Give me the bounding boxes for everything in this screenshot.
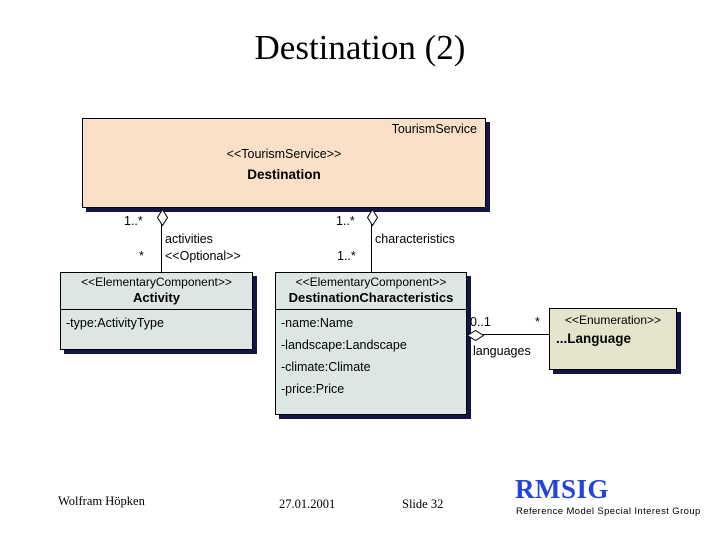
multiplicity-activities-source: 1..* [124,214,143,228]
activity-class-name: Activity [133,290,180,305]
language-enumeration-name: ...Language [556,331,632,346]
footer-author: Wolfram Höpken [58,494,145,508]
role-name-characteristics: characteristics [375,232,455,246]
multiplicity-characteristics-source: 1..* [336,214,355,228]
characteristics-attribute: -climate:Climate [281,360,371,374]
uml-class-activity[interactable]: <<ElementaryComponent>> Activity -type:A… [60,272,253,350]
footer-slide-number: Slide 32 [402,497,444,511]
activity-stereotype: <<ElementaryComponent>> [81,275,232,289]
activity-attributes: -type:ActivityType [61,309,252,349]
characteristics-attributes: -name:Name -landscape:Landscape -climate… [276,309,466,414]
characteristics-attribute: -name:Name [281,316,354,330]
association-line-activities [161,214,162,272]
characteristics-class-name: DestinationCharacteristics [288,290,454,305]
characteristics-attribute: -landscape:Landscape [281,338,407,352]
association-line-characteristics [371,214,372,272]
multiplicity-activities-target: * [139,249,144,263]
destination-owner-label: TourismService [391,122,477,136]
activity-header: <<ElementaryComponent>> Activity [61,273,252,309]
destination-stereotype: <<TourismService>> [226,147,342,161]
activity-attribute: -type:ActivityType [66,316,164,330]
rmsig-logo-subtitle: Reference Model Special Interest Group [516,506,701,517]
characteristics-attribute: -price:Price [281,382,345,396]
characteristics-stereotype: <<ElementaryComponent>> [295,275,447,289]
association-line-languages [481,334,549,335]
footer-date: 27.01.2001 [279,497,336,511]
rmsig-logo: RMSIG [515,474,610,504]
aggregation-diamond-activities [156,208,169,231]
multiplicity-languages-target: * [535,315,540,329]
multiplicity-characteristics-target: 1..* [337,249,356,263]
destination-class-name: Destination [247,167,321,182]
page-title: Destination (2) [254,28,466,67]
aggregation-diamond-languages [466,328,485,346]
language-stereotype: <<Enumeration>> [564,313,662,327]
characteristics-header: <<ElementaryComponent>> DestinationChara… [276,273,466,309]
multiplicity-languages-source: 0..1 [470,315,491,329]
uml-class-destination-characteristics[interactable]: <<ElementaryComponent>> DestinationChara… [275,272,467,415]
uml-class-destination[interactable]: TourismService <<TourismService>> Destin… [82,118,486,208]
aggregation-diamond-characteristics [366,208,379,231]
association-stereotype-activities: <<Optional>> [165,249,241,263]
role-name-languages: languages [473,344,531,358]
role-name-activities: activities [165,232,213,246]
uml-enumeration-language[interactable]: <<Enumeration>> ...Language [549,308,677,370]
